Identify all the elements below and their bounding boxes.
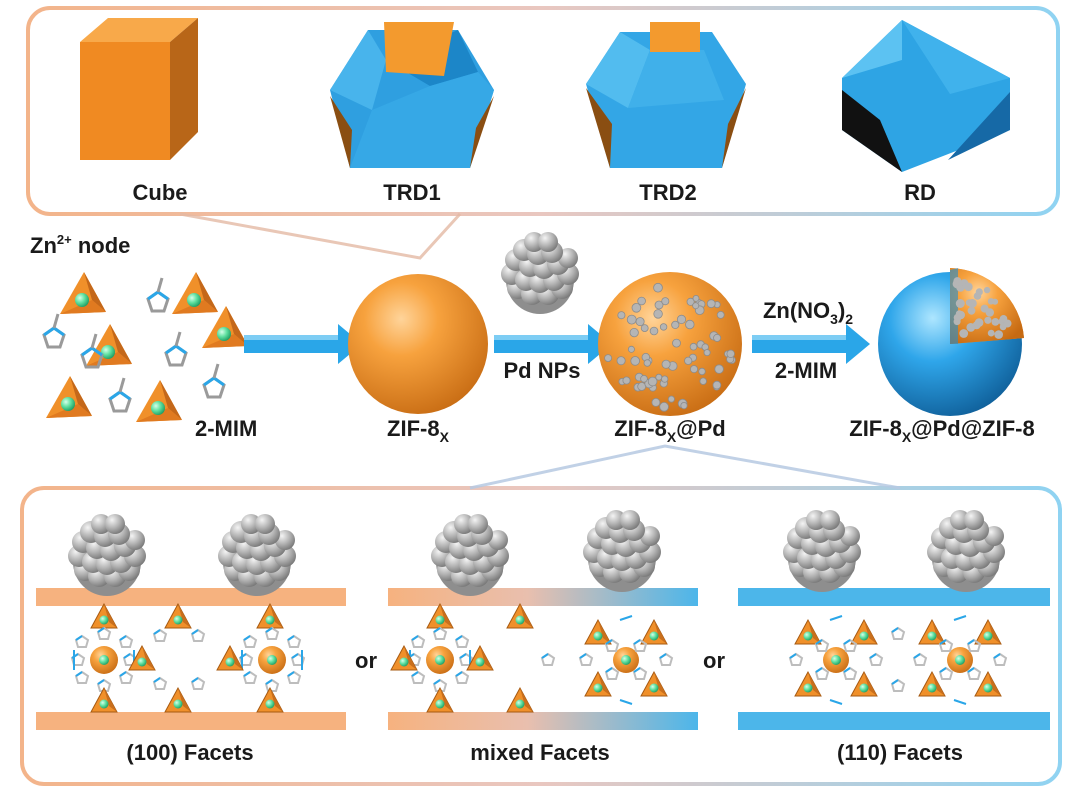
zif8x-sphere bbox=[348, 274, 488, 414]
pd-dot bbox=[676, 314, 687, 324]
pd-dot bbox=[661, 297, 670, 306]
or-label-1: or bbox=[355, 648, 377, 673]
facet-100-label: (100) Facets bbox=[126, 740, 253, 765]
pd-dot bbox=[640, 324, 649, 333]
pd-dot bbox=[987, 298, 995, 305]
pd-dot bbox=[689, 342, 698, 351]
pd-dot bbox=[661, 375, 669, 383]
trd2-shape bbox=[586, 22, 746, 168]
pd-dot bbox=[635, 317, 645, 327]
pd-dot bbox=[637, 296, 646, 306]
pd-dot bbox=[983, 286, 991, 294]
pd-dot bbox=[692, 294, 700, 302]
pd-dot bbox=[649, 326, 659, 336]
pd-dot bbox=[712, 380, 722, 390]
cube-label: Cube bbox=[133, 180, 188, 205]
pd-dot bbox=[698, 367, 706, 376]
pd-dot bbox=[987, 329, 995, 337]
pd-dot bbox=[653, 309, 663, 319]
trd1-shape bbox=[330, 22, 494, 168]
zif8x-label: ZIF-8X bbox=[387, 416, 450, 445]
pd-dot bbox=[643, 359, 651, 367]
pd-dot bbox=[667, 395, 675, 403]
pd-dot bbox=[630, 356, 640, 366]
pd-dot bbox=[966, 323, 976, 332]
pd-dot bbox=[659, 401, 669, 412]
pd-dot bbox=[651, 397, 661, 407]
arrow-1 bbox=[244, 324, 362, 364]
reagent-ligand-label: 2-MIM bbox=[775, 358, 837, 383]
bottom-frame bbox=[20, 444, 1062, 786]
pd-dot bbox=[690, 365, 699, 374]
pd-dot bbox=[955, 299, 965, 308]
pd-dot bbox=[991, 318, 1000, 326]
facet-mixed-label: mixed Facets bbox=[470, 740, 609, 765]
pd-dot bbox=[626, 314, 637, 325]
pd-dot bbox=[980, 304, 989, 313]
pd-dot bbox=[975, 288, 983, 296]
pd-dot bbox=[685, 319, 695, 330]
pd-dot bbox=[627, 345, 635, 353]
pd-dot bbox=[999, 323, 1007, 331]
rd-shape bbox=[842, 20, 1010, 172]
pd-dot bbox=[699, 377, 707, 385]
pd-dot bbox=[604, 354, 612, 363]
pd-dot bbox=[661, 359, 671, 369]
facet-panel-100 bbox=[36, 514, 346, 730]
pd-dot bbox=[994, 330, 1003, 339]
zif8x-pd-sphere bbox=[598, 272, 742, 416]
pd-dot bbox=[974, 318, 984, 327]
pd-dot bbox=[713, 333, 722, 342]
core-shell-sphere bbox=[878, 268, 1024, 416]
pd-dot bbox=[617, 311, 626, 320]
pd-dot bbox=[671, 320, 680, 329]
cube-shape bbox=[80, 18, 198, 160]
rd-label: RD bbox=[904, 180, 936, 205]
pd-dot bbox=[703, 349, 711, 357]
pd-dot bbox=[631, 302, 642, 313]
pd-dot bbox=[640, 374, 648, 383]
zn-node-cluster bbox=[42, 272, 248, 422]
pd-nanoparticle-cluster bbox=[501, 232, 579, 314]
pd-dot bbox=[726, 349, 735, 358]
top-frame bbox=[26, 6, 1060, 260]
core-shell-label: ZIF-8X@Pd@ZIF-8 bbox=[849, 416, 1034, 445]
pd-dot bbox=[956, 310, 965, 320]
pd-dot bbox=[999, 315, 1008, 323]
pd-dot bbox=[959, 329, 969, 338]
pd-dot bbox=[967, 306, 976, 315]
zn-node-label: Zn2+ node bbox=[30, 232, 130, 258]
or-label-2: or bbox=[703, 648, 725, 673]
pd-dot bbox=[672, 338, 681, 348]
pd-dot bbox=[714, 364, 724, 374]
pd-dot bbox=[680, 401, 688, 410]
pd-dot bbox=[964, 282, 973, 292]
ligand-label: 2-MIM bbox=[195, 416, 257, 441]
pd-dot bbox=[616, 356, 626, 366]
pd-dot bbox=[647, 376, 658, 387]
pd-dot bbox=[653, 282, 663, 293]
pd-dot bbox=[968, 299, 977, 308]
pd-dot bbox=[686, 297, 695, 306]
zif8x-pd-label: ZIF-8X@Pd bbox=[614, 416, 725, 445]
pd-dot bbox=[622, 376, 631, 385]
pd-dot bbox=[953, 277, 962, 286]
trd2-label: TRD2 bbox=[639, 180, 696, 205]
pd-dot bbox=[654, 300, 664, 310]
pd-dot bbox=[984, 316, 992, 324]
pd-dot bbox=[706, 299, 716, 309]
pd-dot bbox=[629, 327, 639, 338]
facet-110-label: (110) Facets bbox=[837, 740, 963, 765]
facet-panel-mixed bbox=[388, 510, 698, 730]
imidazole-ring-icon bbox=[42, 312, 66, 349]
trd1-label: TRD1 bbox=[383, 180, 440, 205]
pd-dot bbox=[716, 310, 725, 319]
facet-panel-110 bbox=[738, 510, 1050, 730]
pd-nps-label: Pd NPs bbox=[503, 358, 580, 383]
pd-dot bbox=[659, 323, 668, 331]
reagent-label: Zn(NO3)2 bbox=[763, 298, 853, 327]
pd-dot bbox=[692, 302, 700, 310]
pd-dot bbox=[684, 356, 693, 365]
